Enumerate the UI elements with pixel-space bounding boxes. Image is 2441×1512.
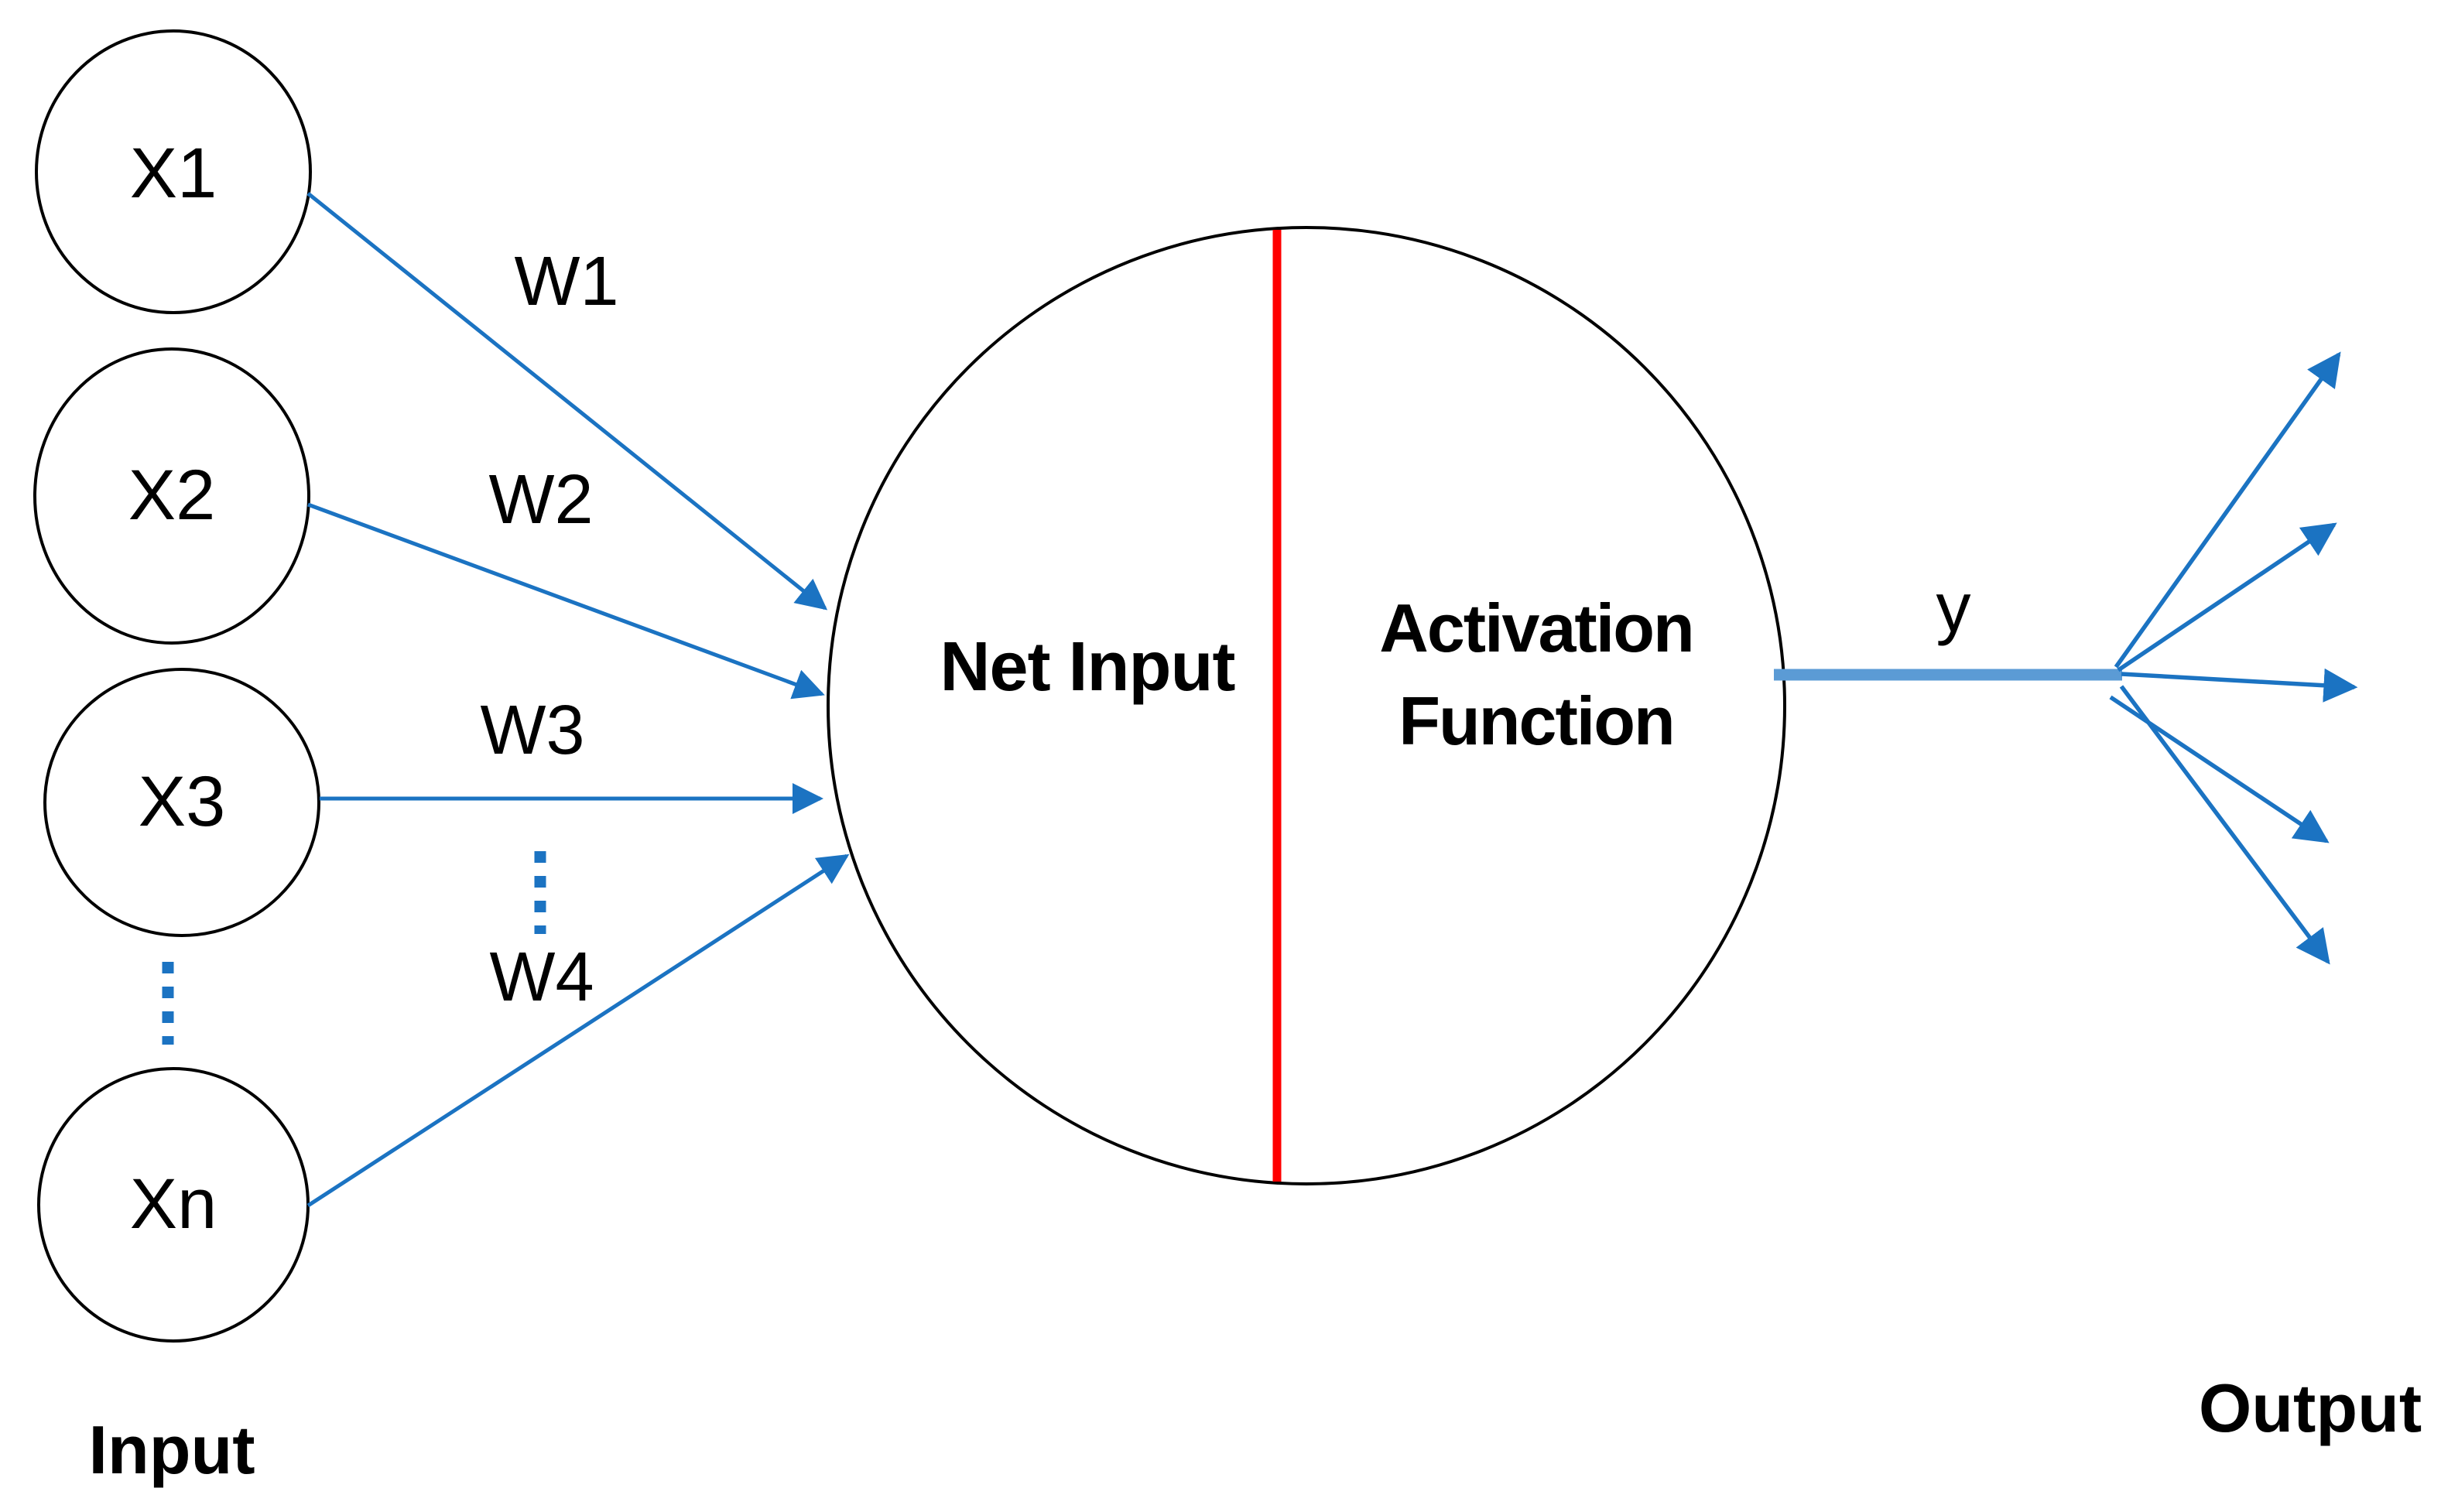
input-node-label-xn: Xn [129, 1165, 217, 1243]
weight-label-w4: W4 [489, 939, 594, 1016]
output-arrow-1 [2114, 351, 2341, 669]
output-arrow-4 [2109, 695, 2330, 843]
activation-function-line1: Activation [1379, 590, 1694, 666]
input-node-label-x1: X1 [129, 134, 217, 213]
connection-x2-w2 [307, 502, 825, 700]
activation-function-label: Activation Function [1379, 582, 1694, 768]
output-signal-label: y [1936, 570, 1971, 647]
output-arrow-2 [2117, 522, 2337, 672]
activation-function-line2: Function [1399, 682, 1675, 759]
input-caption: Input [88, 1411, 255, 1488]
input-node-label-x3: X3 [138, 762, 226, 841]
net-input-label: Net Input [940, 628, 1236, 706]
connection-x1-w1 [306, 192, 828, 611]
connection-xn-w4 [306, 853, 850, 1208]
input-node-label-x2: X2 [128, 456, 216, 535]
weight-label-w2: W2 [488, 461, 594, 539]
input-node-circle-x3 [43, 668, 320, 937]
output-arrow-3 [2121, 668, 2358, 703]
output-arrow-5 [2119, 685, 2330, 965]
input-node-circle-x2 [33, 347, 310, 645]
weight-label-w1: W1 [514, 243, 619, 320]
input-node-circle-x1 [35, 29, 312, 314]
weight-label-w3: W3 [480, 692, 585, 769]
output-caption: Output [2198, 1370, 2422, 1446]
neuron-circle [827, 226, 1786, 1185]
